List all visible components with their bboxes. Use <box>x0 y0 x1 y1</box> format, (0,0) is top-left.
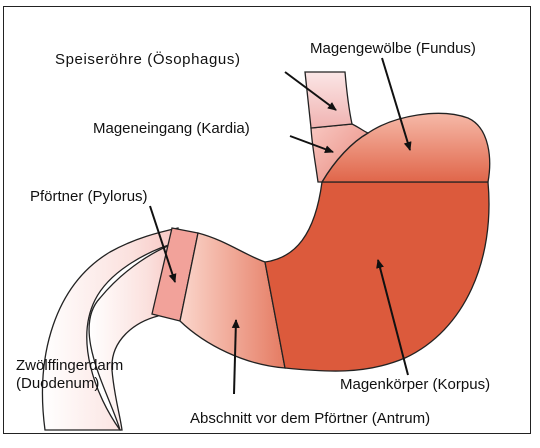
duodenum-label-line1: Zwölffingerdarm <box>16 357 123 375</box>
esophagus-region <box>305 72 352 128</box>
cardia-label: Mageneingang (Kardia) <box>93 120 250 138</box>
antrum-label: Abschnitt vor dem Pförtner (Antrum) <box>190 410 430 428</box>
esophagus-label: Speiseröhre (Ösophagus) <box>55 51 241 69</box>
corpus-label: Magenkörper (Korpus) <box>340 376 490 394</box>
duodenum-label-line2: (Duodenum) <box>16 375 99 393</box>
corpus-region <box>265 182 489 371</box>
pylorus-label: Pförtner (Pylorus) <box>30 188 148 206</box>
fundus-label: Magengewölbe (Fundus) <box>310 40 476 58</box>
antrum-region <box>180 233 285 368</box>
